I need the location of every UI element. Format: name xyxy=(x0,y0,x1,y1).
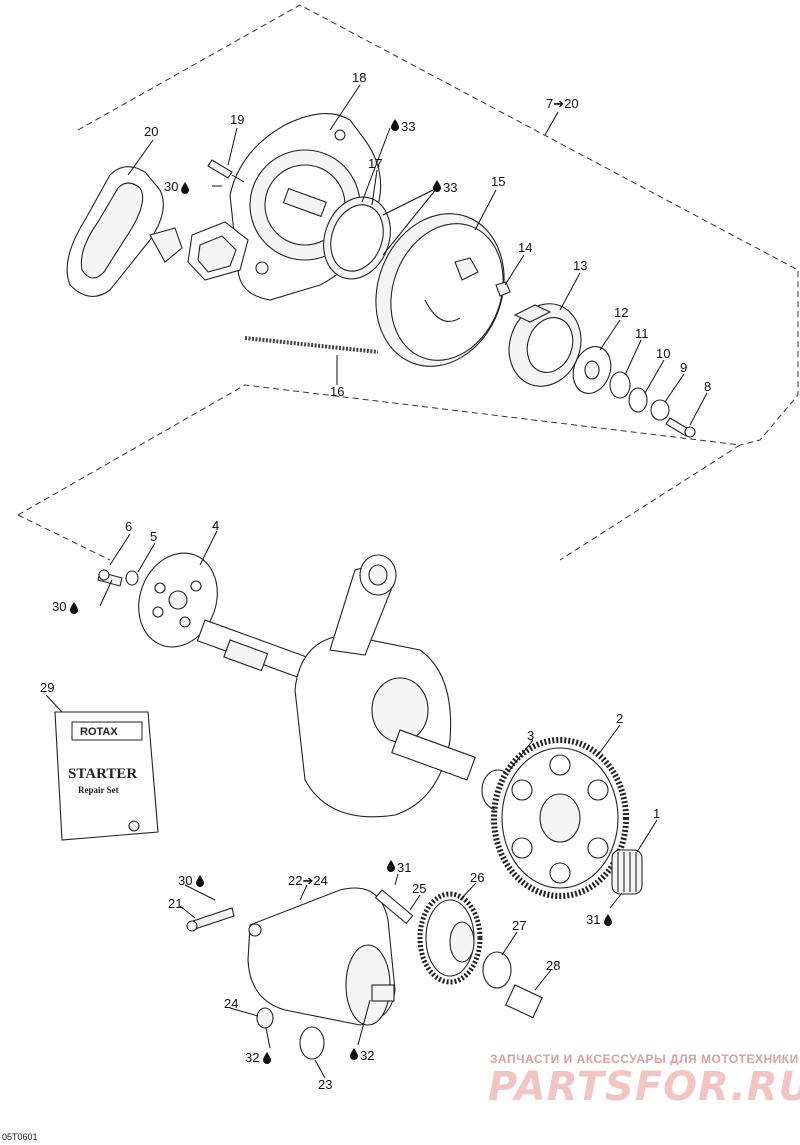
group-outline-upper xyxy=(77,4,799,446)
bolt-6-part xyxy=(97,569,123,587)
callout-7-20: 7➔20 xyxy=(546,96,579,111)
drop-icon xyxy=(181,182,189,194)
starter-cup-4-part xyxy=(138,552,218,648)
lube-mark-32-motor: 32 xyxy=(360,1048,374,1063)
callout-20: 20 xyxy=(144,124,158,139)
repair-set-booklet-29-part: ROTAX STARTER Repair Set xyxy=(54,711,159,841)
lube-mark-33-lower: 33 xyxy=(443,180,457,195)
callout-25: 25 xyxy=(412,881,426,896)
drop-icon xyxy=(604,914,612,926)
lube-mark-30-motor: 30 xyxy=(178,873,192,888)
washer-9-part xyxy=(650,399,670,421)
drop-icon xyxy=(391,119,399,131)
reference-code: 05T0601 xyxy=(2,1132,38,1142)
starter-motor-part xyxy=(247,887,396,1026)
callout-9: 9 xyxy=(680,360,687,375)
callout-2: 2 xyxy=(616,711,623,726)
callout-12: 12 xyxy=(614,305,628,320)
callout-18: 18 xyxy=(352,70,366,85)
spring-10-part xyxy=(628,387,648,413)
ring-gear-2-part xyxy=(491,737,629,899)
seal-ring-17-part xyxy=(323,196,391,280)
callout-19: 19 xyxy=(230,112,244,127)
lube-mark-31-shaft: 31 xyxy=(397,860,411,875)
callouts: 18 20 19 17 15 7➔20 14 13 12 11 10 9 8 1… xyxy=(40,70,711,1092)
drop-icon xyxy=(387,860,395,872)
booklet-title: STARTER xyxy=(68,766,137,782)
booklet-subtitle: Repair Set xyxy=(78,785,119,795)
callout-24: 24 xyxy=(224,996,238,1011)
callout-26: 26 xyxy=(470,870,484,885)
oring-24-part xyxy=(256,1007,274,1029)
spring-14-part xyxy=(495,281,511,297)
intermediate-gear-26-part xyxy=(417,891,483,985)
lube-markers: 30 33 33 30 30 31 31 32 32 xyxy=(52,119,612,1065)
bushing-28-part xyxy=(504,984,543,1019)
callout-4: 4 xyxy=(212,518,219,533)
watermark-logo: PARTSFOR.RU xyxy=(488,1064,800,1110)
callout-10: 10 xyxy=(656,346,670,361)
shaft-25-part xyxy=(374,889,414,925)
callout-3: 3 xyxy=(527,728,534,743)
crankshaft-part xyxy=(196,554,476,818)
callout-23: 23 xyxy=(318,1077,332,1092)
washer-12-part xyxy=(572,346,612,394)
lube-mark-31-bearing: 31 xyxy=(586,912,600,927)
callout-28: 28 xyxy=(546,958,560,973)
drop-icon xyxy=(433,180,441,192)
booklet-brand: ROTAX xyxy=(80,726,118,738)
washer-27-part xyxy=(482,951,512,989)
callout-29: 29 xyxy=(40,680,54,695)
callout-11: 11 xyxy=(635,326,649,341)
handle-grip-part xyxy=(66,166,183,297)
callout-21: 21 xyxy=(168,896,182,911)
callout-6: 6 xyxy=(125,519,132,534)
drop-icon xyxy=(70,602,78,614)
rope-16-part xyxy=(244,336,379,354)
pawl-plate-13-part xyxy=(508,303,582,387)
needle-bearing-1-part xyxy=(611,849,643,895)
screw-8-part xyxy=(665,417,696,438)
callout-17: 17 xyxy=(368,156,382,171)
leader-lines xyxy=(45,84,708,1079)
lube-mark-30-upper: 30 xyxy=(164,179,178,194)
drop-icon xyxy=(196,875,204,887)
drop-icon xyxy=(263,1052,271,1064)
rope-pulley-15-part xyxy=(375,213,505,367)
callout-13: 13 xyxy=(573,258,587,273)
lube-mark-30-cup: 30 xyxy=(52,599,66,614)
callout-27: 27 xyxy=(512,918,526,933)
callout-14: 14 xyxy=(518,240,532,255)
lube-mark-32-oring: 32 xyxy=(245,1050,259,1065)
bolt-21-part xyxy=(186,907,235,932)
ring-11-part xyxy=(609,371,631,399)
callout-15: 15 xyxy=(491,174,505,189)
screw-19-part xyxy=(207,159,245,183)
group-outline-lower xyxy=(17,384,742,561)
callout-16: 16 xyxy=(330,384,344,399)
drop-icon xyxy=(350,1048,358,1060)
callout-5: 5 xyxy=(150,529,157,544)
ring-23-part xyxy=(299,1026,325,1060)
callout-1: 1 xyxy=(653,806,660,821)
washer-5-part xyxy=(125,570,139,586)
watermark-tagline: ЗАПЧАСТИ И АКСЕССУАРЫ ДЛЯ МОТОТЕХНИКИ xyxy=(490,1052,799,1066)
lube-mark-33-upper: 33 xyxy=(401,119,415,134)
callout-22-24: 22➔24 xyxy=(288,873,328,888)
callout-8: 8 xyxy=(704,379,711,394)
